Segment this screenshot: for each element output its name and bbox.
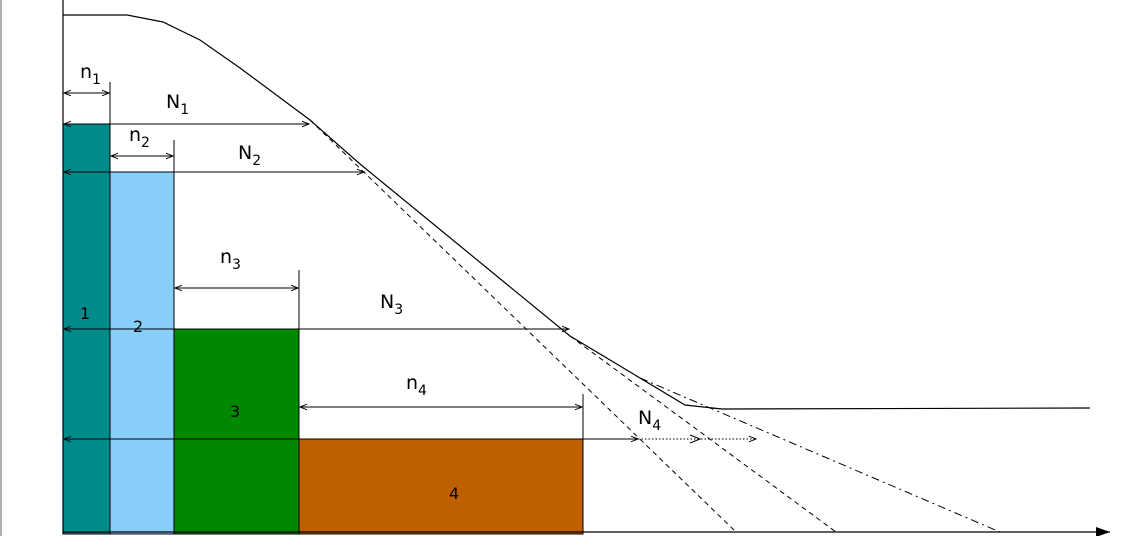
block-2-label: 2 — [133, 317, 143, 336]
label-N3: N3 — [380, 291, 403, 318]
label-n2: n2 — [129, 124, 150, 151]
label-N1: N1 — [166, 91, 189, 118]
label-N4: N4 — [638, 407, 661, 434]
label-n1: n1 — [80, 61, 101, 88]
block-4-label: 4 — [449, 484, 459, 503]
dashed-line-2 — [569, 335, 837, 533]
block-4 — [298, 438, 584, 535]
label-n3: n3 — [220, 246, 241, 273]
label-n4: n4 — [406, 372, 427, 399]
dashdot-line — [639, 377, 1001, 533]
block-2 — [109, 171, 175, 535]
arrow-N4-mid-head — [689, 434, 702, 444]
label-N2: N2 — [238, 142, 261, 169]
block-3-label: 3 — [230, 402, 240, 421]
block-3 — [173, 328, 300, 535]
solid-curve — [63, 14, 1091, 410]
block-1-label: 1 — [80, 304, 90, 323]
